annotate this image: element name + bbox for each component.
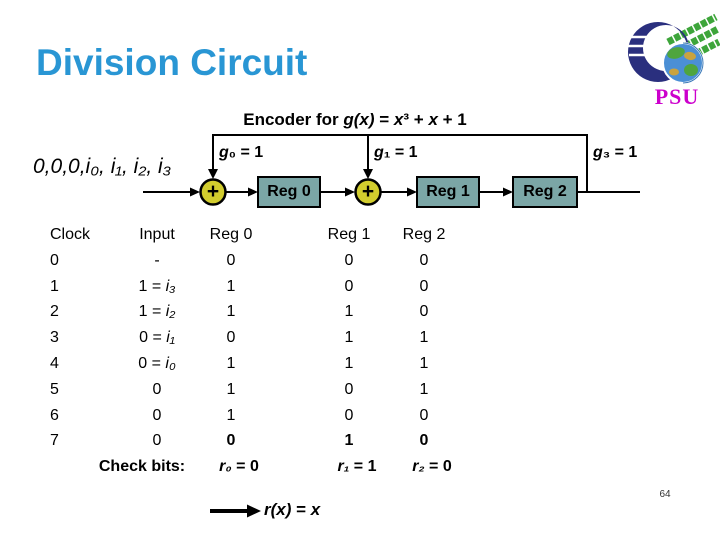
check-bit-r0: r₀ = 0 (219, 458, 259, 476)
cell-reg0: 1 (226, 277, 236, 295)
reg0-box (257, 176, 321, 208)
cell-input: 0 (152, 380, 162, 398)
header-reg2: Reg 2 (402, 226, 446, 243)
header-reg0: Reg 0 (209, 226, 253, 243)
page-number: 64 (659, 489, 671, 500)
check-bit-r2: r₂ = 0 (412, 458, 452, 476)
arrowheads (190, 169, 513, 197)
reg1-box (416, 176, 480, 208)
cell-reg0: 1 (226, 406, 236, 424)
table-row: Check bits: r₀ = 0 r₁ = 1 r₂ = 0 (0, 454, 720, 480)
cell-clock: 7 (50, 432, 59, 450)
reg0-label: Reg 0 (267, 183, 311, 200)
cell-input: 0 (152, 432, 162, 450)
cell-reg2: 0 (419, 251, 429, 269)
reg2-label: Reg 2 (523, 183, 567, 200)
cell-clock: 6 (50, 406, 59, 424)
cell-reg1: 1 (344, 329, 354, 347)
cell-reg1: 1 (344, 355, 354, 372)
header-reg1: Reg 1 (327, 226, 371, 243)
cell-clock: 2 (50, 303, 59, 321)
cell-reg2: 1 (419, 380, 429, 398)
cell-input: 1 = i₂ (138, 303, 176, 321)
psu-logo-text: PSU (654, 84, 700, 109)
adder-2-plus: + (361, 180, 375, 203)
header-clock: Clock (50, 226, 91, 243)
check-bit-r1: r₁ = 1 (337, 458, 377, 476)
cell-reg2: 1 (419, 329, 429, 347)
logo-globe-icon (662, 42, 704, 84)
result-label: r(x) = x (264, 500, 321, 519)
table-row: 3 0 = i₁ 0 1 1 (0, 325, 720, 351)
table-row: 1 1 = i₃ 1 0 0 (0, 274, 720, 300)
table-row: 4 0 = i₀ 1 1 1 (0, 351, 720, 377)
cell-input: 0 (152, 406, 162, 424)
adder-2-circle (354, 178, 382, 206)
cell-reg0: 1 (226, 380, 236, 398)
table-row: 7 0 0 1 0 (0, 428, 720, 454)
cell-clock: 5 (50, 380, 59, 398)
g1-label: g₁ = 1 (374, 144, 418, 161)
cell-reg1: 1 (344, 303, 354, 321)
cell-clock: 1 (50, 277, 59, 295)
cell-input: 0 = i₁ (139, 329, 175, 347)
table-row: 0 - 0 0 0 (0, 248, 720, 274)
adder-1-plus: + (206, 180, 220, 203)
table-row: Clock Input Reg 0 Reg 1 Reg 2 (0, 222, 720, 248)
g0-label: g₀ = 1 (219, 144, 264, 161)
cell-reg2: 1 (419, 355, 429, 372)
cell-clock: 4 (50, 355, 59, 372)
cell-input: 0 = i₀ (138, 355, 176, 372)
encoder-caption: Encoder for g(x) = x³ + x + 1 (243, 110, 467, 129)
adder-1-circle (199, 178, 227, 206)
table-row: 2 1 = i₂ 1 1 0 (0, 299, 720, 325)
cell-reg1: 0 (344, 277, 354, 295)
g3-label: g₃ = 1 (593, 144, 638, 161)
cell-reg0: 0 (226, 251, 236, 269)
cell-reg1: 0 (344, 251, 354, 269)
cell-reg1: 0 (344, 380, 354, 398)
cell-reg2: 0 (419, 432, 429, 450)
cell-input: 1 = i₃ (138, 277, 176, 295)
header-input: Input (139, 226, 175, 243)
page-title: Division Circuit (36, 42, 308, 83)
check-bits-label: Check bits: (98, 458, 186, 476)
cell-reg2: 0 (419, 406, 429, 424)
table-row: 6 0 1 0 0 (0, 403, 720, 429)
logo-crescent-slits (627, 35, 662, 57)
reg1-label: Reg 1 (426, 183, 470, 200)
cell-reg2: 0 (419, 303, 429, 321)
feedback-line (212, 134, 588, 192)
psu-logo (627, 13, 720, 84)
table-row: 5 0 1 0 1 (0, 377, 720, 403)
cell-clock: 0 (50, 251, 59, 269)
cell-reg0: 1 (226, 303, 236, 321)
cell-reg1: 1 (344, 432, 354, 450)
cell-reg0: 1 (226, 355, 236, 372)
cell-input: - (154, 251, 160, 269)
cell-reg2: 0 (419, 277, 429, 295)
cell-reg0: 0 (226, 329, 236, 347)
input-sequence-label: 0,0,0,i₀, i₁, i₂, i₃ (33, 155, 172, 178)
result-arrow-icon (210, 504, 261, 518)
cell-clock: 3 (50, 329, 59, 347)
cell-reg1: 0 (344, 406, 354, 424)
reg2-box (512, 176, 578, 208)
cell-reg0: 0 (226, 432, 236, 450)
